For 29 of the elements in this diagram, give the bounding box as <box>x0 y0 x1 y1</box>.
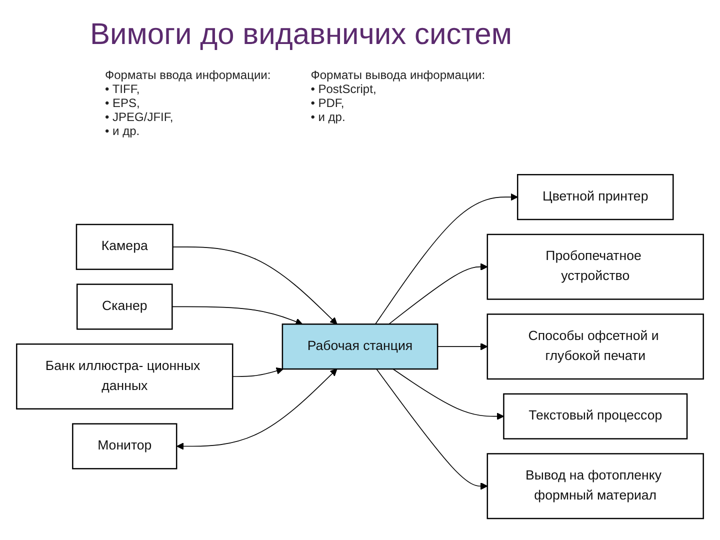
format-note: • и др. <box>310 110 346 124</box>
title: Вимоги до видавничих систем <box>90 18 512 52</box>
format-note: Форматы вывода информации: <box>310 68 486 82</box>
node-box: Сканер <box>76 284 173 330</box>
arrow <box>172 306 303 326</box>
arrow <box>374 194 518 325</box>
format-note: • TIFF, <box>105 82 141 96</box>
node-box: Камера <box>76 224 174 270</box>
node-box: Банк иллюстра- ционных данных <box>16 344 234 410</box>
format-note: • и др. <box>105 124 141 138</box>
arrow <box>437 343 488 351</box>
format-note: • PDF, <box>310 96 346 110</box>
node-box: Способы офсетной и глубокой печати <box>486 314 704 380</box>
format-note: • EPS, <box>105 96 141 110</box>
arrow <box>172 246 338 325</box>
arrow <box>176 369 338 450</box>
arrow <box>232 368 284 378</box>
node-box: Монитор <box>72 424 178 470</box>
node-box: Вывод на фотопленку формный материал <box>486 454 704 520</box>
format-note: • PostScript, <box>310 82 378 96</box>
arrow <box>388 264 488 325</box>
node-box: Цветной принтер <box>516 174 674 221</box>
node-box: Пробопечатное устройство <box>486 234 704 300</box>
node-box: Рабочая станция <box>282 324 438 370</box>
node-box: Текстовый процессор <box>503 394 688 440</box>
arrow <box>392 369 504 420</box>
format-note: • JPEG/JFIF, <box>105 110 174 124</box>
arrow <box>376 369 488 490</box>
format-note: Форматы ввода информации: <box>105 68 271 82</box>
